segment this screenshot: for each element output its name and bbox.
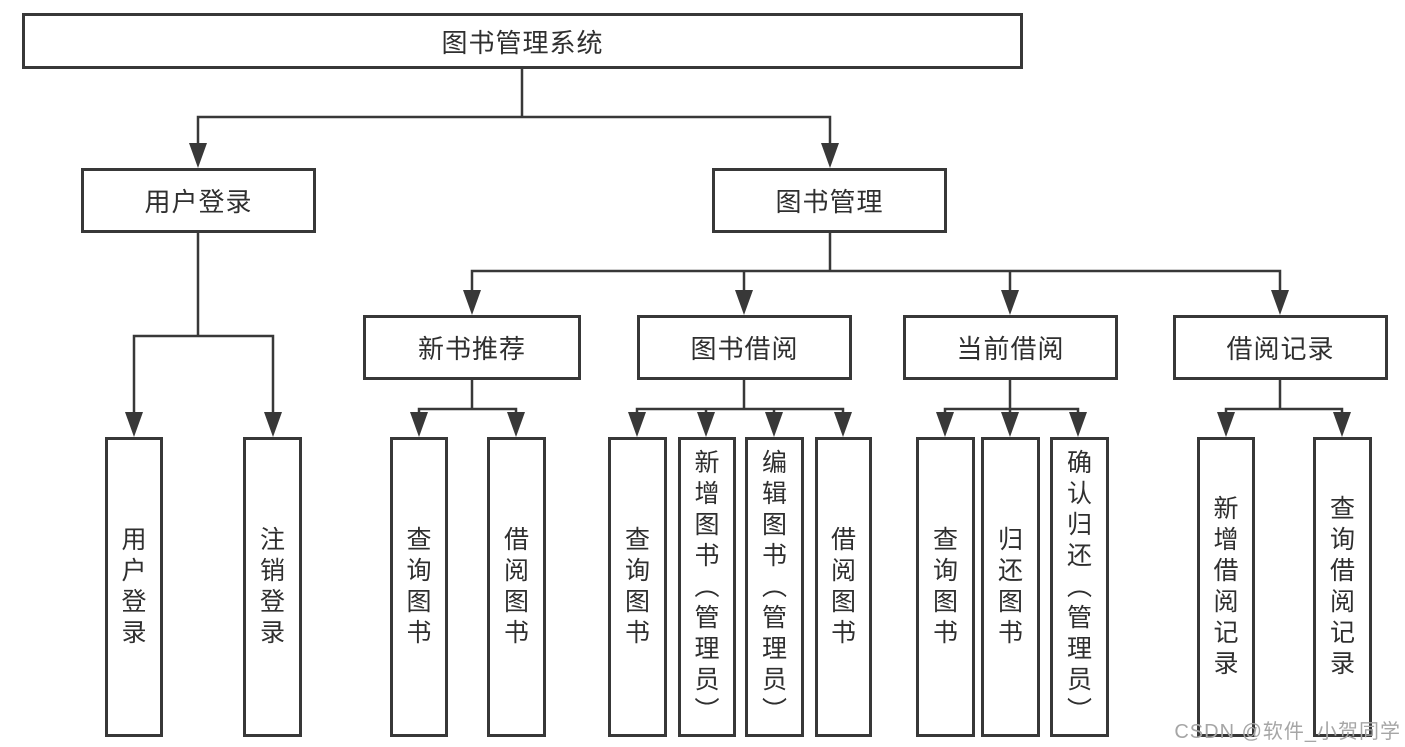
- leaf-logout-label: 注销登录: [259, 526, 285, 647]
- leaf-borrow-borrow-books: 借阅图书: [815, 437, 872, 737]
- node-book-borrow-label: 图书借阅: [690, 334, 799, 364]
- leaf-rec-borrow-books: 借阅图书: [487, 437, 546, 737]
- leaf-return-books-label: 归还图书: [997, 526, 1023, 647]
- leaf-current-query-books: 查询图书: [916, 437, 975, 737]
- node-user-login-label: 用户登录: [144, 187, 253, 217]
- node-book-mgmt-label: 图书管理: [775, 187, 884, 217]
- leaf-rec-query-books: 查询图书: [390, 437, 448, 737]
- leaf-user-login: 用户登录: [105, 437, 163, 737]
- node-user-login: 用户登录: [81, 168, 316, 233]
- node-borrow-records-label: 借阅记录: [1226, 334, 1335, 364]
- leaf-add-books-admin-label: 新增图书︵管理员︶: [694, 448, 720, 725]
- leaf-logout: 注销登录: [243, 437, 302, 737]
- leaf-confirm-return-admin-label: 确认归还︵管理员︶: [1066, 448, 1092, 725]
- leaf-edit-books-admin: 编辑图书︵管理员︶: [745, 437, 804, 737]
- leaf-add-borrow-record: 新增借阅记录: [1197, 437, 1255, 737]
- leaf-edit-books-admin-label: 编辑图书︵管理员︶: [761, 448, 787, 725]
- node-current-borrow-label: 当前借阅: [956, 334, 1065, 364]
- node-root-label: 图书管理系统: [441, 27, 604, 58]
- leaf-borrow-borrow-books-label: 借阅图书: [830, 526, 856, 647]
- node-new-book-rec-label: 新书推荐: [417, 334, 526, 364]
- leaf-query-borrow-record-label: 查询借阅记录: [1329, 495, 1355, 678]
- leaf-query-borrow-record: 查询借阅记录: [1313, 437, 1372, 737]
- leaf-current-query-books-label: 查询图书: [932, 526, 958, 647]
- leaf-rec-query-books-label: 查询图书: [406, 526, 432, 647]
- leaf-add-books-admin: 新增图书︵管理员︶: [678, 437, 736, 737]
- leaf-rec-borrow-books-label: 借阅图书: [503, 526, 529, 647]
- node-book-borrow: 图书借阅: [637, 315, 852, 380]
- node-current-borrow: 当前借阅: [903, 315, 1118, 380]
- node-book-mgmt: 图书管理: [712, 168, 947, 233]
- node-new-book-rec: 新书推荐: [363, 315, 581, 380]
- leaf-confirm-return-admin: 确认归还︵管理员︶: [1050, 437, 1109, 737]
- node-borrow-records: 借阅记录: [1173, 315, 1388, 380]
- csdn-watermark: CSDN @软件_小贺同学: [1174, 721, 1401, 743]
- leaf-add-borrow-record-label: 新增借阅记录: [1213, 495, 1239, 678]
- leaf-return-books: 归还图书: [981, 437, 1040, 737]
- leaf-user-login-label: 用户登录: [121, 526, 147, 647]
- leaf-borrow-query-books: 查询图书: [608, 437, 667, 737]
- node-root: 图书管理系统: [22, 13, 1023, 69]
- leaf-borrow-query-books-label: 查询图书: [624, 526, 650, 647]
